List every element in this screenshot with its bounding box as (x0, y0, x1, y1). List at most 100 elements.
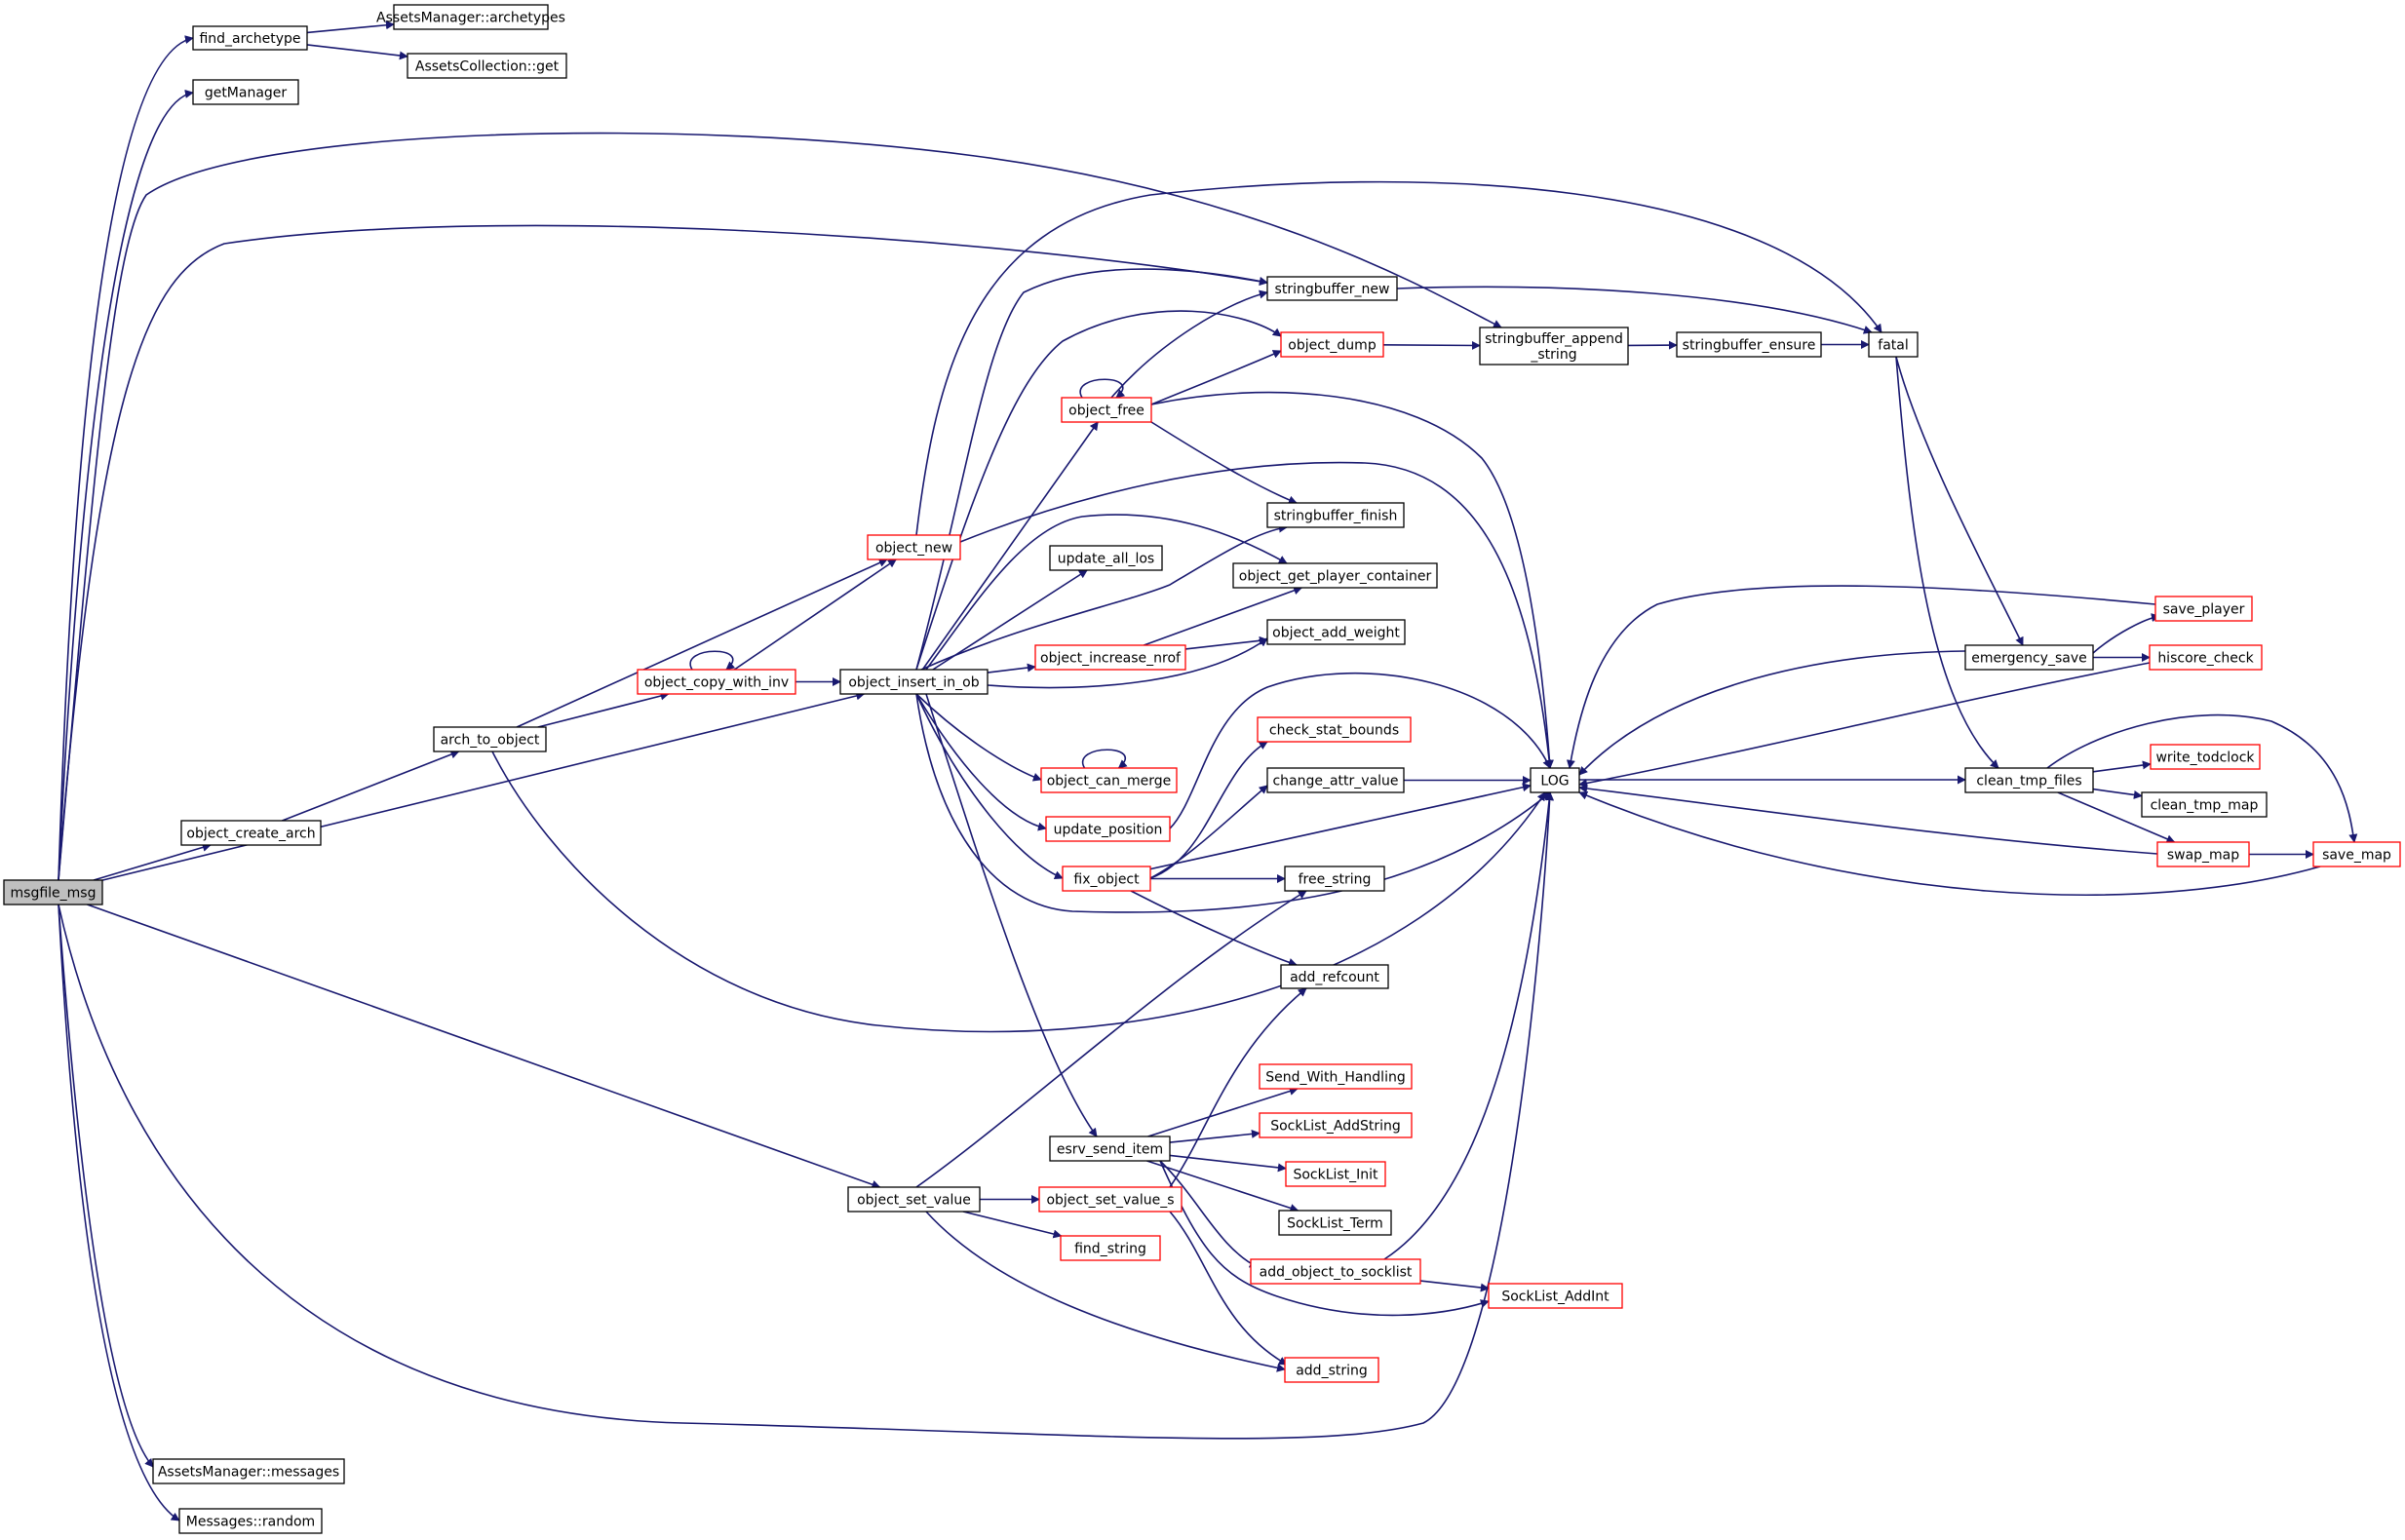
node-SockList_Init[interactable]: SockList_Init (1285, 1161, 1386, 1187)
node-stringbuffer_new[interactable]: stringbuffer_new (1266, 276, 1398, 301)
node-object_copy_with_inv[interactable]: object_copy_with_inv (637, 669, 796, 695)
node-box[interactable] (152, 1458, 345, 1484)
node-add_object_to_socklist[interactable]: add_object_to_socklist (1250, 1258, 1421, 1285)
node-box[interactable] (1868, 331, 1919, 358)
node-save_map[interactable]: save_map (2312, 841, 2401, 867)
node-box[interactable] (1250, 1258, 1421, 1285)
node-box[interactable] (178, 1508, 323, 1534)
node-arch_to_object[interactable]: arch_to_object (433, 726, 547, 752)
node-box[interactable] (1061, 397, 1152, 423)
node-clean_tmp_files[interactable]: clean_tmp_files (1964, 767, 2094, 793)
node-emergency_save[interactable]: emergency_save (1964, 644, 2094, 671)
node-box[interactable] (1034, 644, 1186, 671)
node-update_position[interactable]: update_position (1045, 816, 1171, 842)
node-Send_With_Handling[interactable]: Send_With_Handling (1259, 1063, 1413, 1090)
node-object_set_value[interactable]: object_set_value (847, 1186, 981, 1213)
node-box[interactable] (839, 669, 989, 695)
node-box[interactable] (1285, 1161, 1386, 1187)
node-box[interactable] (1038, 1186, 1183, 1213)
node-box[interactable] (1257, 716, 1412, 743)
node-box[interactable] (1259, 1112, 1413, 1138)
node-box[interactable] (1040, 767, 1178, 793)
node-check_stat_bounds[interactable]: check_stat_bounds (1257, 716, 1412, 743)
node-box[interactable] (180, 820, 322, 846)
node-find_archetype[interactable]: find_archetype (192, 25, 308, 51)
node-box[interactable] (1530, 767, 1580, 793)
node-box[interactable] (1676, 331, 1822, 358)
node-box[interactable] (1964, 644, 2094, 671)
node-free_string[interactable]: free_string (1284, 866, 1385, 892)
node-save_player[interactable]: save_player (2154, 596, 2253, 622)
node-box[interactable] (2149, 644, 2263, 671)
node-AssetsCollection_get[interactable]: AssetsCollection::get (407, 53, 567, 79)
node-box[interactable] (1964, 767, 2094, 793)
node-box[interactable] (1062, 866, 1151, 892)
node-hiscore_check[interactable]: hiscore_check (2149, 644, 2263, 671)
node-object_insert_in_ob[interactable]: object_insert_in_ob (839, 669, 989, 695)
node-add_refcount[interactable]: add_refcount (1280, 964, 1389, 989)
node-box[interactable] (1479, 327, 1629, 366)
node-fatal[interactable]: fatal (1868, 331, 1919, 358)
node-box[interactable] (867, 534, 961, 560)
node-box[interactable] (393, 4, 549, 30)
node-find_string[interactable]: find_string (1060, 1235, 1161, 1261)
node-add_string[interactable]: add_string (1284, 1357, 1379, 1383)
node-box[interactable] (1259, 1063, 1413, 1090)
node-box[interactable] (433, 726, 547, 752)
node-box[interactable] (192, 79, 299, 105)
node-box[interactable] (192, 25, 308, 51)
node-box[interactable] (1060, 1235, 1161, 1261)
node-object_free[interactable]: object_free (1061, 397, 1152, 423)
node-Messages_random[interactable]: Messages::random (178, 1508, 323, 1534)
node-box[interactable] (1278, 1210, 1392, 1236)
node-getManager[interactable]: getManager (192, 79, 299, 105)
node-box[interactable] (1284, 866, 1385, 892)
node-object_add_weight[interactable]: object_add_weight (1266, 619, 1406, 645)
node-box[interactable] (2156, 841, 2250, 867)
node-LOG[interactable]: LOG (1530, 767, 1580, 793)
node-box[interactable] (847, 1186, 981, 1213)
node-box[interactable] (1045, 816, 1171, 842)
node-swap_map[interactable]: swap_map (2156, 841, 2250, 867)
node-object_dump[interactable]: object_dump (1280, 331, 1384, 358)
node-object_set_value_s[interactable]: object_set_value_s (1038, 1186, 1183, 1213)
node-box[interactable] (1232, 562, 1438, 589)
node-stringbuffer_ensure[interactable]: stringbuffer_ensure (1676, 331, 1822, 358)
node-SockList_AddString[interactable]: SockList_AddString (1259, 1112, 1413, 1138)
node-stringbuffer_finish[interactable]: stringbuffer_finish (1266, 502, 1405, 528)
node-write_todclock[interactable]: write_todclock (2150, 744, 2261, 770)
node-box[interactable] (407, 53, 567, 79)
node-object_create_arch[interactable]: object_create_arch (180, 820, 322, 846)
node-esrv_send_item[interactable]: esrv_send_item (1049, 1136, 1171, 1162)
node-box[interactable] (1266, 767, 1405, 793)
node-clean_tmp_map[interactable]: clean_tmp_map (2141, 791, 2268, 818)
node-stringbuffer_append_string[interactable]: stringbuffer_append_string (1479, 327, 1629, 366)
node-SockList_Term[interactable]: SockList_Term (1278, 1210, 1392, 1236)
node-msgfile_msg[interactable]: msgfile_msg (3, 879, 103, 905)
node-SockList_AddInt[interactable]: SockList_AddInt (1488, 1283, 1623, 1309)
node-AssetsManager_archetypes[interactable]: AssetsManager::archetypes (376, 4, 565, 30)
node-box[interactable] (2141, 791, 2268, 818)
node-box[interactable] (1488, 1283, 1623, 1309)
node-box[interactable] (2312, 841, 2401, 867)
node-box[interactable] (1280, 331, 1384, 358)
node-change_attr_value[interactable]: change_attr_value (1266, 767, 1405, 793)
node-box[interactable] (2150, 744, 2261, 770)
node-box[interactable] (2154, 596, 2253, 622)
node-box[interactable] (1049, 1136, 1171, 1162)
node-object_new[interactable]: object_new (867, 534, 961, 560)
node-AssetsManager_messages[interactable]: AssetsManager::messages (152, 1458, 345, 1484)
node-box[interactable] (1266, 619, 1406, 645)
node-box[interactable] (1266, 502, 1405, 528)
node-box[interactable] (1049, 545, 1163, 571)
node-object_can_merge[interactable]: object_can_merge (1040, 767, 1178, 793)
node-object_get_player_container[interactable]: object_get_player_container (1232, 562, 1438, 589)
node-box[interactable] (637, 669, 796, 695)
node-fix_object[interactable]: fix_object (1062, 866, 1151, 892)
node-box[interactable] (1280, 964, 1389, 989)
node-box[interactable] (3, 879, 103, 905)
node-box[interactable] (1284, 1357, 1379, 1383)
node-object_increase_nrof[interactable]: object_increase_nrof (1034, 644, 1186, 671)
node-update_all_los[interactable]: update_all_los (1049, 545, 1163, 571)
node-box[interactable] (1266, 276, 1398, 301)
